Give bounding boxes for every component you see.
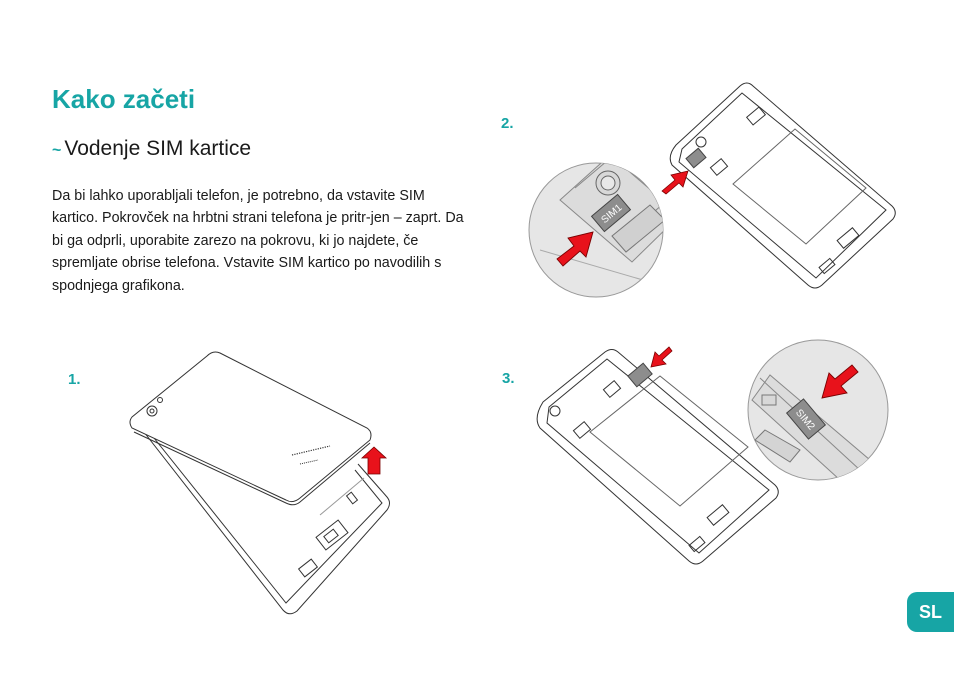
phone-open-step-3 xyxy=(536,349,779,565)
lift-arrow xyxy=(360,446,388,475)
page-title: Kako začeti xyxy=(52,84,196,114)
subtitle-text: Vodenje SIM kartice xyxy=(64,137,252,160)
step-2-label: 2. xyxy=(501,115,514,132)
section-subtitle: ~Vodenje SIM kartice xyxy=(52,137,251,161)
illustration-step-3: SIM2 xyxy=(536,339,889,565)
back-cover xyxy=(129,351,372,506)
arrow-large-step-2 xyxy=(556,231,594,267)
arrow-small-step-2 xyxy=(661,170,689,195)
instruction-paragraph: Da bi lahko uporabljali telefon, je potr… xyxy=(52,188,464,294)
subtitle-tilde: ~ xyxy=(52,142,62,159)
sim2-card: SIM2 xyxy=(785,398,827,440)
arrow-small-step-3 xyxy=(650,346,673,368)
zoom-circle-step-3 xyxy=(747,339,889,481)
phone-open-step-2 xyxy=(669,82,896,289)
step-1-label: 1. xyxy=(68,371,81,388)
language-tab: SL xyxy=(907,592,954,632)
illustration-step-2: SIM1 xyxy=(528,82,896,298)
sim1-card: SIM1 xyxy=(590,193,632,233)
illustration-step-1 xyxy=(129,351,390,615)
arrow-large-step-3 xyxy=(821,364,859,399)
step-3-label: 3. xyxy=(502,370,515,387)
sim-card-small-step-2 xyxy=(685,147,707,169)
sim-card-small-step-3 xyxy=(627,362,653,388)
